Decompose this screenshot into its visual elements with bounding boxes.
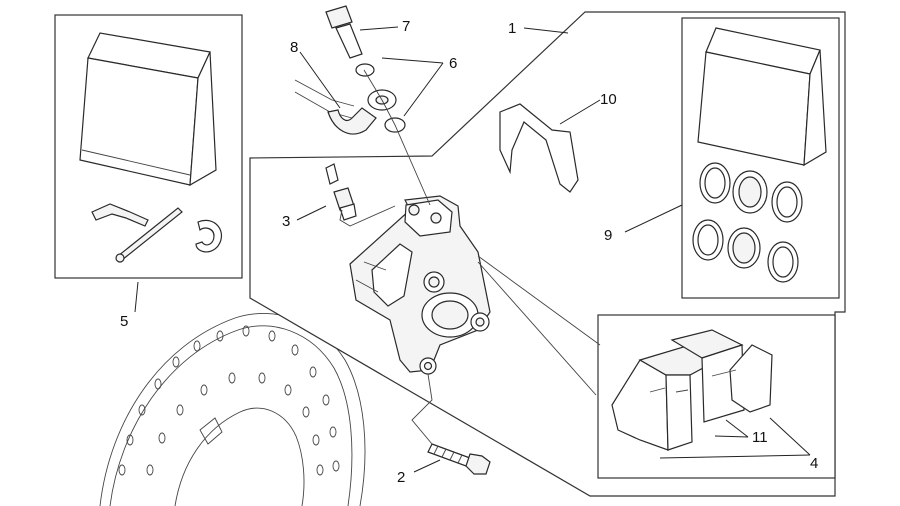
- callout-5: 5: [120, 313, 128, 330]
- caliper-bolt: [427, 443, 491, 475]
- bleeder-valve: [325, 163, 357, 221]
- alignment-lines: [339, 69, 601, 445]
- repair-kit-bag: [79, 32, 217, 187]
- callout-2: 2: [397, 469, 405, 486]
- seal-kit-bag: [697, 27, 827, 167]
- callout-leaders: [134, 26, 811, 473]
- callout-8: 8: [290, 39, 298, 56]
- caliper-body: [349, 195, 491, 375]
- pad-spring: [499, 103, 579, 193]
- callout-10: 10: [600, 91, 617, 108]
- seal-rings: [692, 162, 803, 283]
- callout-6: 6: [449, 55, 457, 72]
- callout-7: 7: [402, 18, 410, 35]
- brake-pads: [611, 329, 773, 451]
- callout-9: 9: [604, 227, 612, 244]
- callout-4: 4: [810, 455, 818, 472]
- hose-and-banjo: [294, 5, 406, 135]
- callout-3: 3: [282, 213, 290, 230]
- callout-labels: 1 2 3 4 5 6 7 8 9 10 11: [120, 18, 818, 486]
- callout-1: 1: [508, 20, 516, 37]
- brake-disc: [99, 313, 366, 506]
- repair-kit-pins: [91, 203, 223, 263]
- callout-11: 11: [752, 429, 768, 446]
- disc-holes: [118, 325, 340, 476]
